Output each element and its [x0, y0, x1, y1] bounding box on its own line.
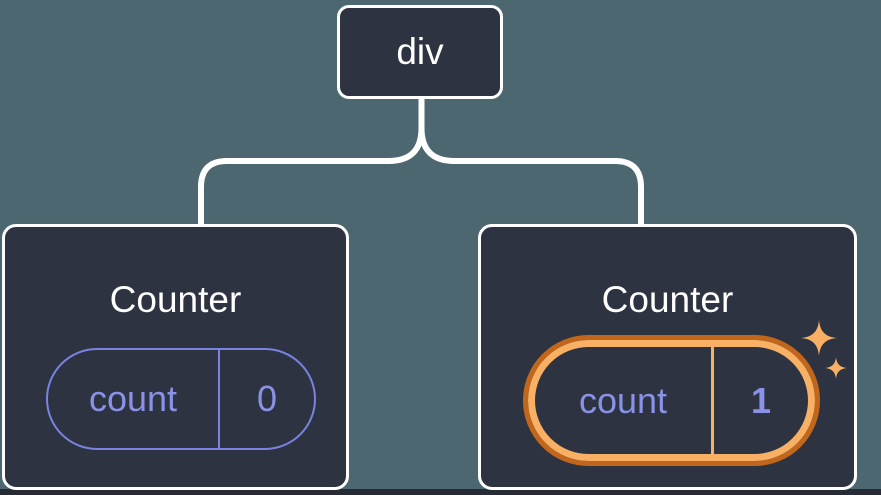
counter-card-left: Counter count 0	[2, 224, 349, 490]
sparkle-icons	[801, 320, 847, 379]
state-value: 0	[256, 378, 278, 419]
state-pill: count 0	[46, 348, 316, 450]
state-key-label: count	[535, 347, 714, 454]
sparkle-small-icon	[825, 357, 847, 379]
state-value: 1	[750, 379, 772, 421]
state-key-label: count	[48, 350, 220, 448]
connector-right-branch	[418, 97, 644, 226]
state-pill-highlighted: count 1	[523, 335, 820, 466]
card-title: Counter	[109, 279, 242, 320]
tree-root-node: div	[337, 5, 503, 99]
sparkle-large-icon	[801, 320, 837, 356]
bottom-edge-strip	[0, 489, 881, 495]
counter-card-right: Counter count 1	[478, 224, 857, 490]
card-title: Counter	[601, 279, 734, 320]
connector-left-branch	[198, 97, 425, 226]
root-node-label: div	[396, 31, 444, 72]
